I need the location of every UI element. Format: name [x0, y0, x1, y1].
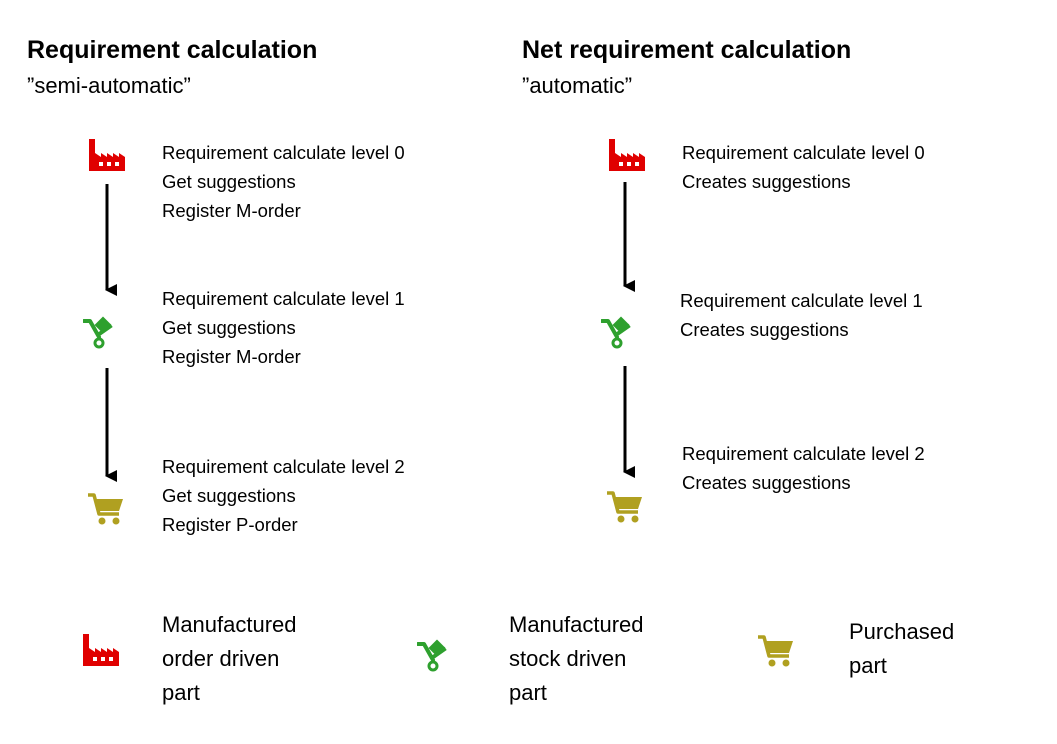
- right-step-0-line-1: Creates suggestions: [682, 171, 851, 192]
- hand-truck-icon: [417, 636, 453, 672]
- shopping-cart-icon: [607, 490, 643, 524]
- left-step-0-line-2: Register M-order: [162, 200, 301, 221]
- legend-truck-text: Manufactured stock driven part: [509, 608, 644, 710]
- legend-0-line-2: part: [162, 680, 200, 705]
- hand-truck-icon: [601, 313, 637, 349]
- left-step-0-line-0: Requirement calculate level 0: [162, 142, 405, 163]
- right-step-1-line-1: Creates suggestions: [680, 319, 849, 340]
- legend-0-line-0: Manufactured: [162, 612, 297, 637]
- legend-2-line-1: part: [849, 653, 887, 678]
- legend-0-line-1: order driven: [162, 646, 280, 671]
- left-step-1-line-0: Requirement calculate level 1: [162, 288, 405, 309]
- legend-1-line-2: part: [509, 680, 547, 705]
- left-step-2-text: Requirement calculate level 2 Get sugges…: [162, 452, 405, 539]
- shopping-cart-icon: [88, 492, 124, 526]
- flow-arrow: [105, 184, 117, 296]
- left-step-0-line-1: Get suggestions: [162, 171, 296, 192]
- shopping-cart-icon: [758, 634, 794, 668]
- legend-1-line-1: stock driven: [509, 646, 627, 671]
- left-step-1-line-2: Register M-order: [162, 346, 301, 367]
- right-step-2-line-1: Creates suggestions: [682, 472, 851, 493]
- left-step-0-text: Requirement calculate level 0 Get sugges…: [162, 138, 405, 225]
- legend-cart-text: Purchased part: [849, 615, 954, 683]
- factory-icon: [83, 634, 119, 666]
- left-step-2-line-1: Get suggestions: [162, 485, 296, 506]
- right-subtitle: ”automatic”: [522, 73, 633, 98]
- factory-icon: [609, 139, 645, 171]
- right-step-1-line-0: Requirement calculate level 1: [680, 290, 923, 311]
- flow-arrow: [623, 182, 635, 292]
- right-step-1-text: Requirement calculate level 1 Creates su…: [680, 286, 923, 344]
- legend-2-line-0: Purchased: [849, 619, 955, 644]
- left-step-2-line-2: Register P-order: [162, 514, 298, 535]
- flow-arrow: [105, 368, 117, 482]
- right-step-0-line-0: Requirement calculate level 0: [682, 142, 925, 163]
- left-title: Requirement calculation: [27, 36, 318, 64]
- left-step-2-line-0: Requirement calculate level 2: [162, 456, 405, 477]
- left-step-1-text: Requirement calculate level 1 Get sugges…: [162, 284, 405, 371]
- factory-icon: [89, 139, 125, 171]
- right-title: Net requirement calculation: [522, 36, 852, 64]
- left-subtitle: ”semi-automatic”: [27, 73, 191, 98]
- left-step-1-line-1: Get suggestions: [162, 317, 296, 338]
- right-step-2-text: Requirement calculate level 2 Creates su…: [682, 439, 925, 497]
- right-step-2-line-0: Requirement calculate level 2: [682, 443, 925, 464]
- legend-1-line-0: Manufactured: [509, 612, 644, 637]
- hand-truck-icon: [83, 313, 119, 349]
- right-step-0-text: Requirement calculate level 0 Creates su…: [682, 138, 925, 196]
- legend-factory-text: Manufactured order driven part: [162, 608, 297, 710]
- flow-arrow: [623, 366, 635, 478]
